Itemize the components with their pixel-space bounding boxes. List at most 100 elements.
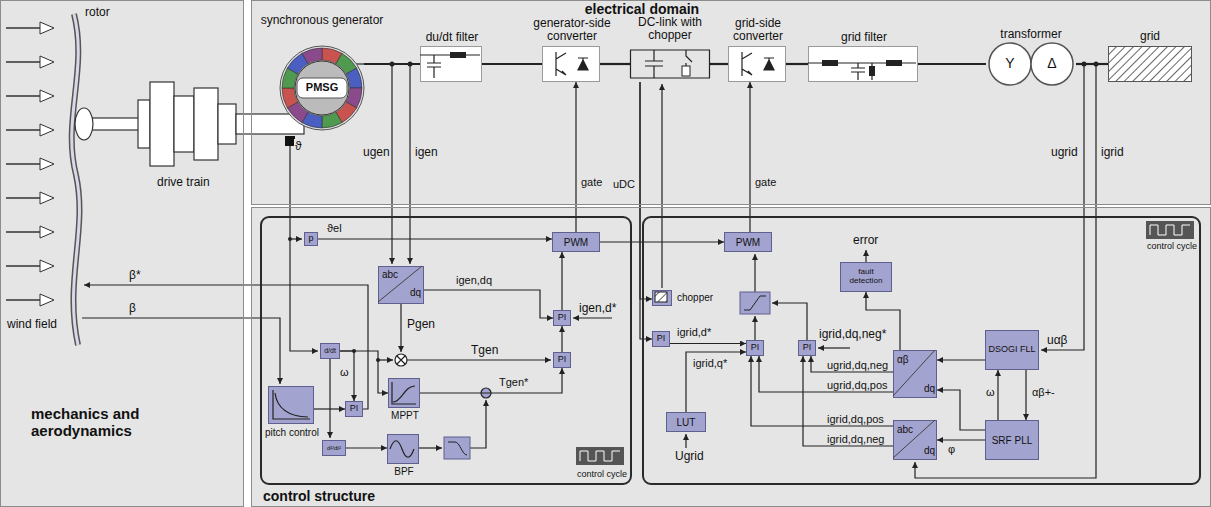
- signal-connector: [937, 390, 985, 430]
- drive-train: [150, 82, 174, 166]
- edge-label-holder: ω: [339, 366, 350, 378]
- wind-arrow: [6, 27, 40, 29]
- signal-wire: [685, 434, 686, 448]
- wind-arrow: [6, 299, 40, 301]
- text-holder: d²/dt²: [323, 441, 345, 455]
- power-line: [710, 63, 728, 65]
- signal-label: β: [128, 301, 137, 315]
- node-text: abc: [897, 424, 913, 435]
- signal-label: ϑ: [294, 139, 303, 153]
- signal-label: uαβ: [1046, 333, 1069, 347]
- signal-label: wind field: [6, 317, 58, 331]
- signal-label: Tgen: [470, 343, 499, 357]
- signal-wire: [772, 303, 807, 340]
- node-text: PI: [657, 334, 666, 344]
- edge-label: φ: [947, 443, 956, 455]
- text-holder: control cycle: [574, 470, 630, 480]
- label-holder: igrid,dq,neg*: [818, 328, 887, 341]
- node-text: control cycle: [577, 469, 627, 479]
- edge-label: ω: [985, 386, 996, 398]
- region-panel: mechanics and aerodynamics: [0, 0, 244, 507]
- control-block: chopper: [652, 290, 672, 306]
- edge-label-holder: uDC: [612, 178, 636, 190]
- node-text: dq: [924, 383, 935, 394]
- signal-connector: [1025, 370, 1026, 420]
- wind-arrow: [40, 22, 54, 34]
- signal-wire: [754, 254, 755, 292]
- signal-connector: [575, 82, 576, 232]
- text-holder: control structure: [263, 489, 463, 504]
- text-holder: MPPT: [379, 410, 431, 421]
- text-holder: BPF: [378, 466, 430, 477]
- signal-connector: [424, 290, 553, 318]
- edge-label-holder: gate: [580, 176, 603, 188]
- wind-arrow: [6, 265, 40, 267]
- control-block: PI: [553, 352, 571, 368]
- node-text: grid: [1140, 29, 1160, 43]
- node-text: control cycle: [1147, 241, 1197, 251]
- filter-block: [444, 292, 770, 459]
- filter-block: [740, 292, 770, 314]
- block-icon: [655, 292, 667, 302]
- filter-block: [744, 296, 766, 310]
- node-text: control structure: [263, 488, 375, 504]
- signal-wire: [82, 64, 1096, 478]
- summing-point: [397, 356, 405, 364]
- component-box: du/dt filter: [420, 46, 482, 82]
- control-loop-panel: control cyclepabcdqPWMPIPId/dtpitch cont…: [260, 216, 632, 485]
- signal-label: Pgen: [406, 317, 436, 331]
- label-holder: ugrid: [1050, 146, 1079, 159]
- node-text: pitch control: [265, 427, 319, 438]
- block-icon: [275, 393, 308, 417]
- node-text: LUT: [677, 417, 696, 428]
- drive-train: [138, 100, 150, 148]
- drive-train: [174, 96, 194, 152]
- block-icon: [297, 78, 347, 98]
- edge-label: gate: [754, 176, 777, 188]
- junction-dot: [288, 237, 292, 241]
- wind-arrow: [6, 22, 54, 306]
- text-holder: dq: [914, 383, 935, 394]
- control-block: LUT: [666, 412, 706, 432]
- node-text: DC-link with chopper: [638, 15, 702, 42]
- edge-label-holder: φ: [947, 443, 956, 455]
- text-holder: αβ: [897, 354, 909, 365]
- control-block: d²/dt²: [322, 440, 346, 456]
- text-holder: LUT: [667, 413, 705, 431]
- text-holder: PI: [799, 341, 815, 355]
- node-text: mechanics and aerodynamics: [31, 405, 139, 439]
- text-holder: synchronous generator: [260, 14, 384, 27]
- edge-label-holder: ω: [985, 386, 996, 398]
- edge-label: ugrid,dq,neg: [826, 359, 889, 371]
- control-block: BPF: [387, 434, 419, 464]
- wind-arrow: [40, 90, 54, 102]
- signal-connector: [811, 356, 893, 372]
- block-icon: [450, 52, 466, 58]
- signal-wire: [470, 400, 486, 448]
- wind-arrow: [6, 61, 40, 63]
- drive-train: [218, 104, 236, 144]
- signal-label: β*: [128, 268, 142, 282]
- control-block: abcdq: [378, 266, 424, 304]
- block-icon: [652, 290, 672, 306]
- control-block: PI: [798, 340, 816, 356]
- node-text: generator-side converter: [533, 16, 610, 43]
- signal-wire: [391, 64, 392, 264]
- node-text: du/dt filter: [426, 30, 479, 44]
- signal-label: error: [852, 233, 879, 247]
- text-holder: grid: [1108, 30, 1192, 43]
- control-block: MPPT: [388, 378, 420, 408]
- label-holder: uαβ: [1046, 334, 1069, 347]
- wind-arrow: [40, 260, 54, 272]
- summing-point: [395, 354, 407, 366]
- label-holder: igen: [414, 146, 439, 159]
- edge-label-holder: igrid,q*: [692, 357, 728, 369]
- clock-icon: [576, 447, 624, 465]
- node-text: PI: [803, 343, 812, 353]
- block-icon: [686, 50, 692, 66]
- block-icon: [268, 386, 314, 424]
- control-block: fault detection: [840, 262, 892, 292]
- text-holder: Δ: [1032, 56, 1072, 71]
- node-text: grid-side converter: [733, 16, 783, 43]
- block-icon: [427, 55, 441, 78]
